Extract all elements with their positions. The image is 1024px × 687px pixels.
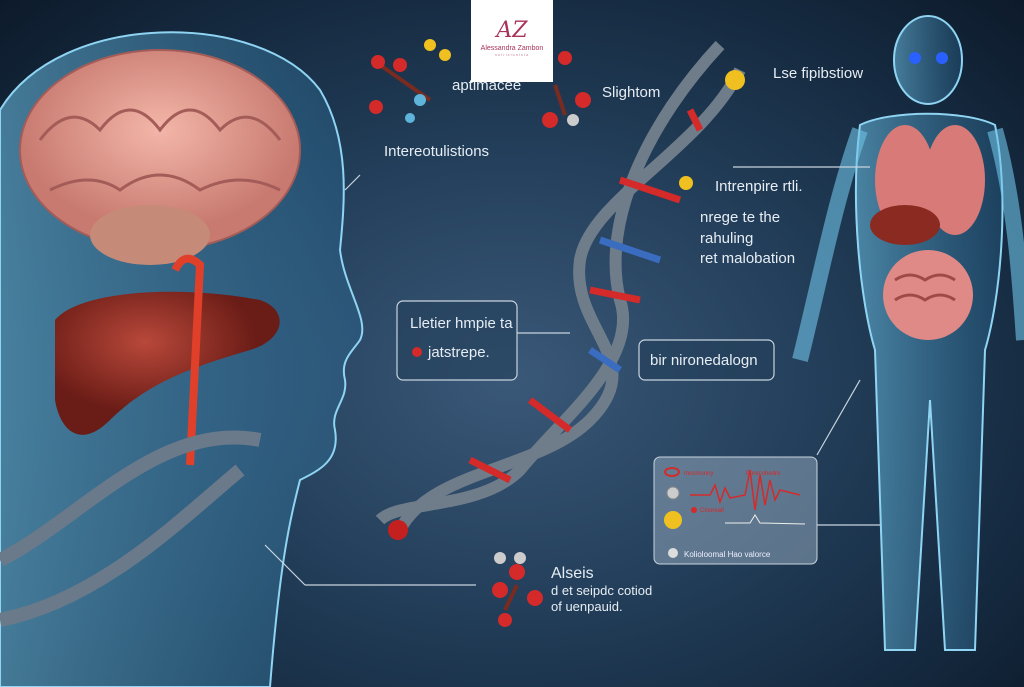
signal-panel: Inosmonny Pnrecohedre Cinorealt Kolioloo…	[653, 456, 818, 565]
label-intrenpire: Intrenpire rtli.	[715, 178, 803, 195]
artery	[171, 254, 205, 466]
callout-right-text: bir nironedalogn	[650, 352, 758, 369]
brand-logo: AZ Alessandra Zambon nutrizionista	[471, 0, 553, 82]
human-body	[792, 15, 1024, 651]
logo-subtitle: nutrizionista	[494, 52, 530, 57]
label-nrege-3: ret malobation	[700, 250, 795, 267]
eye-icon	[664, 467, 680, 477]
label-nrege-2: rahuling	[700, 230, 753, 247]
label-alseis-2: of uenpauid.	[551, 599, 623, 614]
label-slightom: Slightom	[602, 84, 660, 101]
molecule-2	[542, 51, 591, 128]
label-nrege-1: nrege te the	[700, 209, 780, 226]
label-alseis-1: d et seipdc cotiod	[551, 583, 652, 598]
dna-helix-center	[375, 40, 746, 540]
waveform-red	[690, 469, 801, 511]
panel-row3: Cinorealt	[700, 508, 724, 514]
logo-name: Alessandra Zambon	[480, 45, 544, 52]
molecule-3	[492, 552, 543, 627]
logo-monogram: AZ	[496, 18, 528, 43]
cerebellum	[90, 205, 210, 265]
molecule-1	[369, 39, 451, 123]
waveform-white	[725, 514, 806, 525]
callout-box-right: bir nironedalogn	[638, 339, 775, 381]
callout-left-line2: jatstrepe.	[427, 344, 490, 361]
panel-row1-a: Inosmonny	[684, 471, 713, 477]
red-dot-icon	[412, 347, 422, 357]
brain-folds	[38, 108, 282, 192]
callout-left-line1: Lletier hmpie ta	[410, 315, 513, 332]
connector-lines	[264, 166, 880, 586]
panel-footer: Kolioloomal Hao valorce	[684, 550, 771, 559]
panel-row1-b: Pnrecohedre	[746, 471, 781, 477]
sensor-icon	[666, 486, 680, 500]
liver	[55, 291, 280, 435]
label-alseis-title: Alseis	[551, 565, 594, 582]
label-lse: Lse fipibstiow	[773, 65, 863, 82]
yellow-sphere-icon	[664, 511, 682, 529]
label-intereotulistions: Intereotulistions	[384, 143, 489, 160]
callout-box-left: Lletier hmpie ta jatstrepe.	[396, 300, 518, 381]
dna-helix-left	[0, 430, 262, 627]
